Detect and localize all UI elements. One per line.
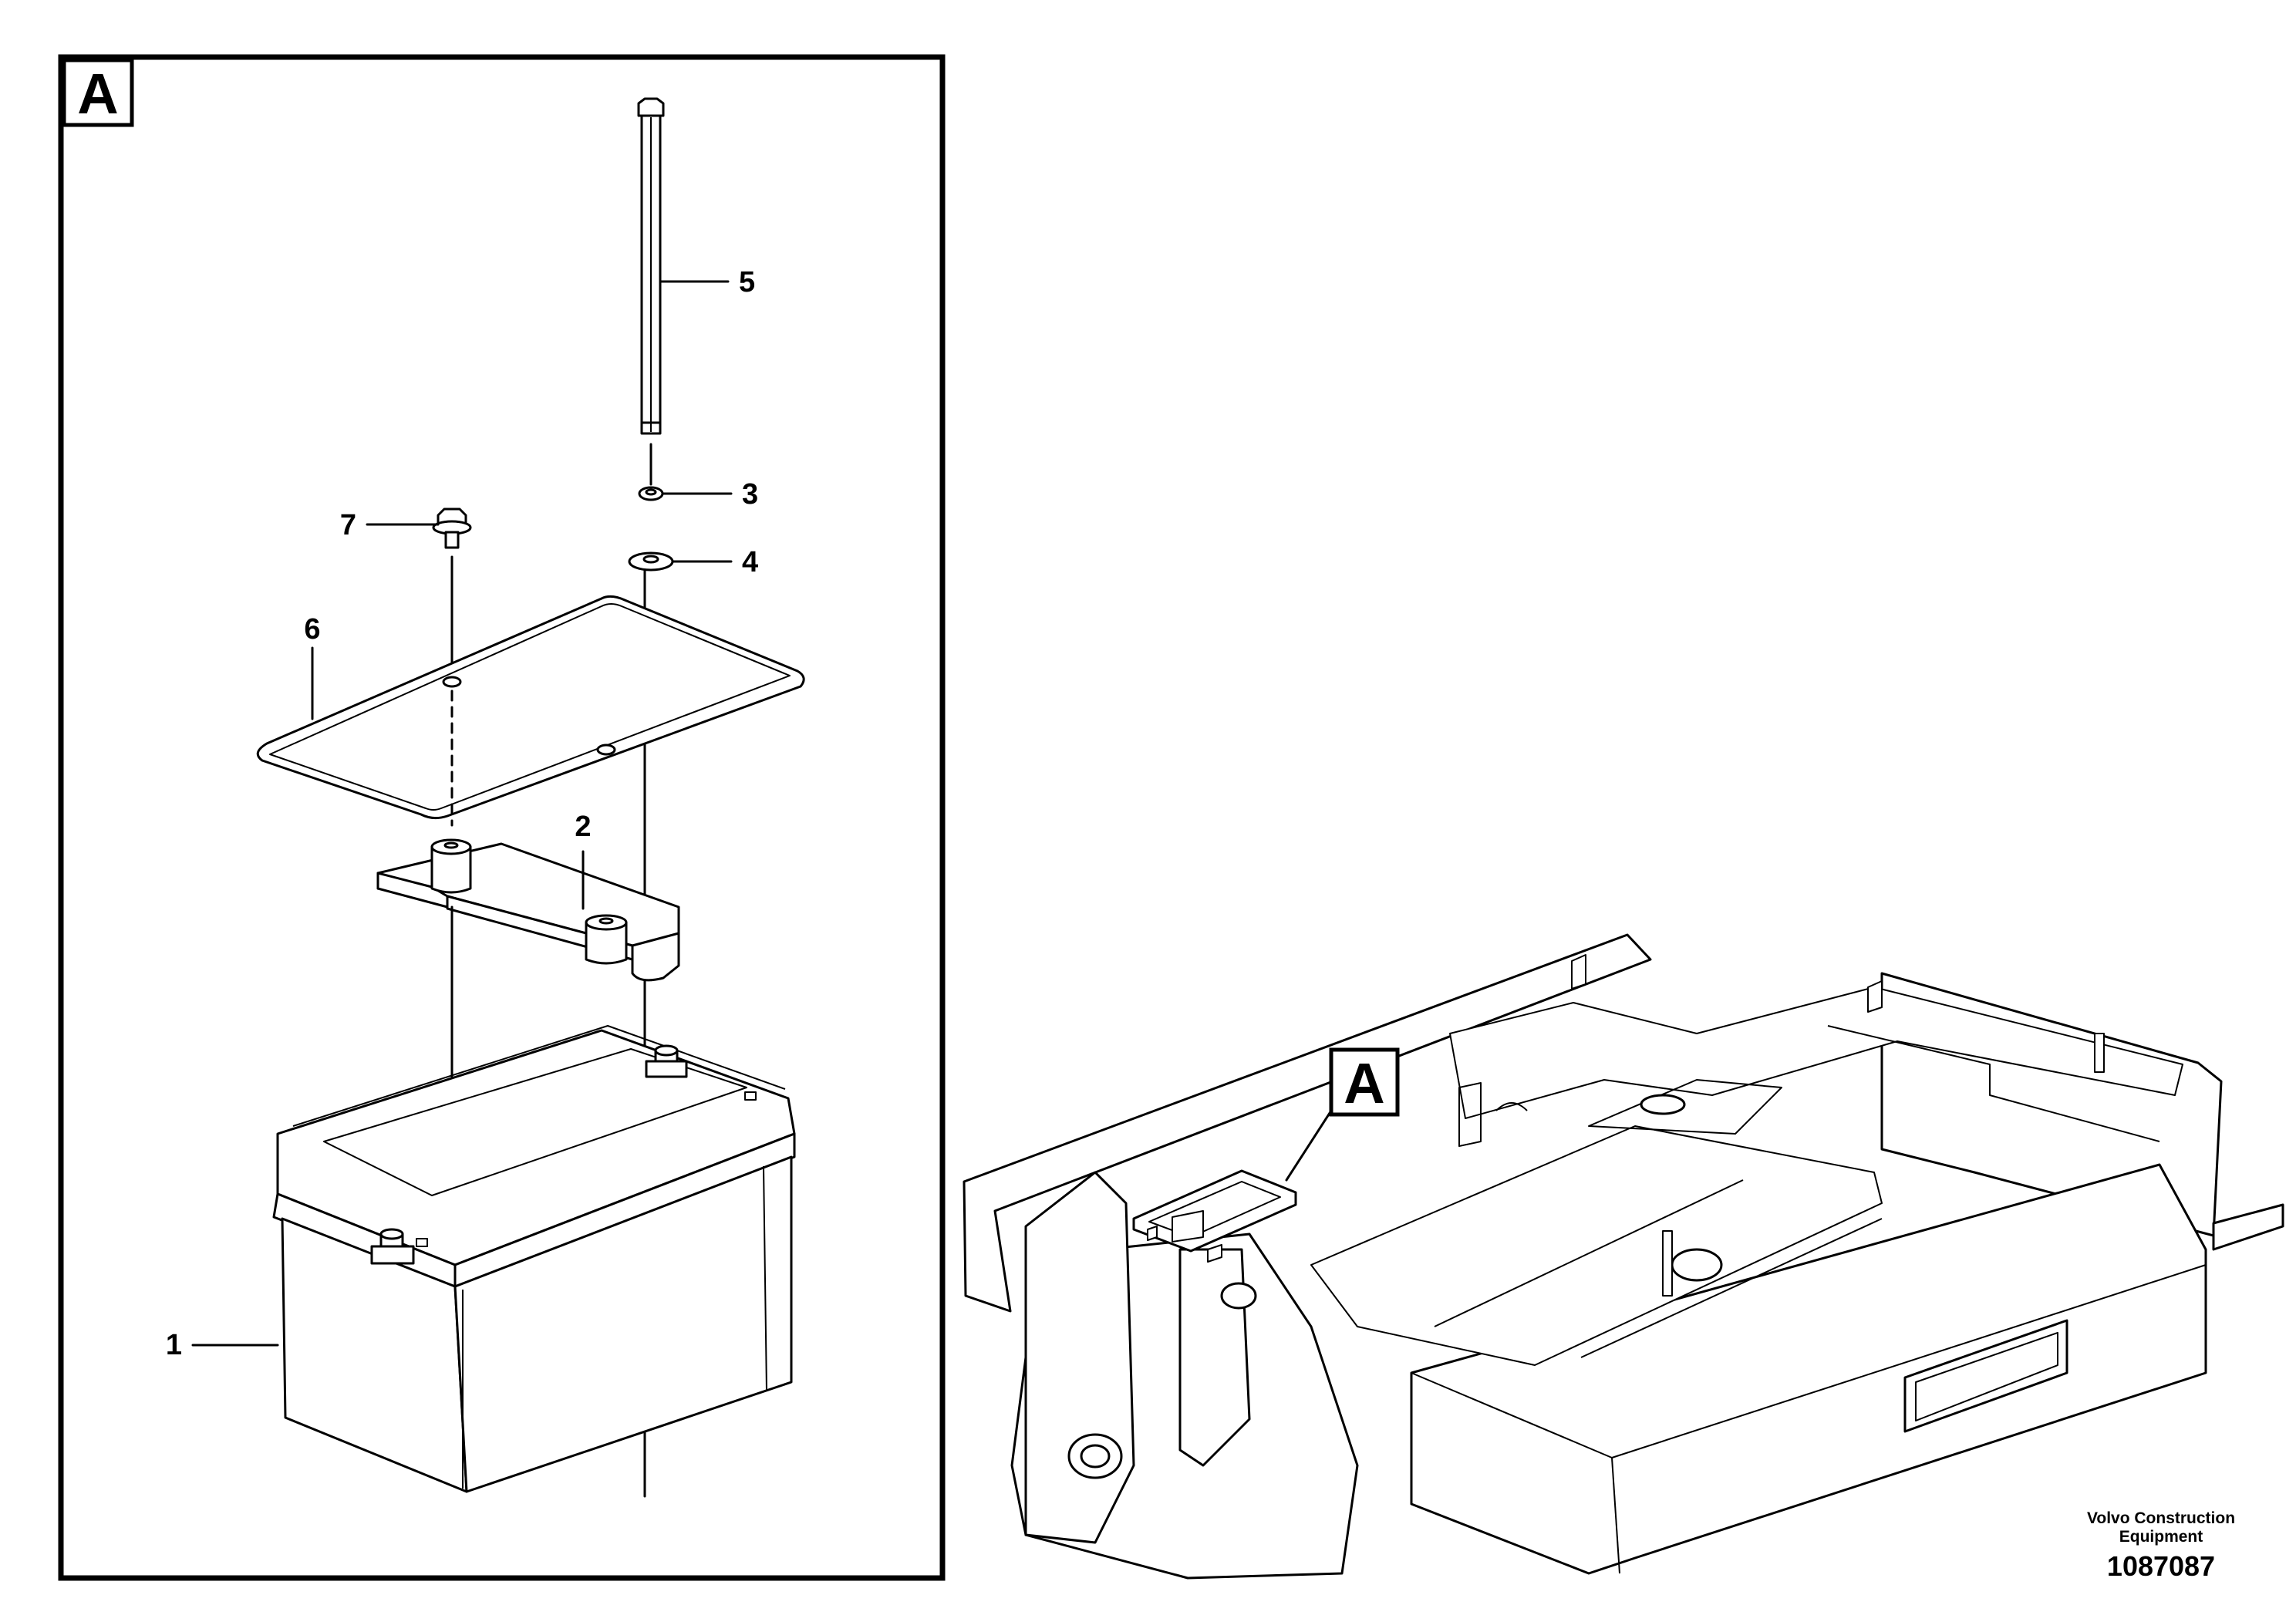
detail-tag-box [62, 58, 134, 127]
flange-screw-part [432, 508, 472, 549]
detail-tag-label: A [77, 62, 118, 126]
tie-rod-part [637, 97, 665, 435]
callout-5: 5 [739, 266, 755, 298]
callout-7: 7 [340, 509, 356, 541]
brand-line-2: Equipment [2119, 1528, 2203, 1546]
battery-part [272, 1025, 796, 1493]
callout-1: 1 [166, 1329, 182, 1361]
leader-lines [191, 280, 733, 1347]
callout-4: 4 [742, 546, 758, 578]
overview-callout-label: A [1344, 1051, 1384, 1115]
overview-drawing: A [963, 933, 2284, 1580]
figure-number: 1087087 [2107, 1550, 2215, 1582]
clamp-bracket-part [376, 838, 680, 982]
washer-small-part [638, 486, 664, 501]
callout-6: 6 [304, 613, 320, 646]
overview-callout-box [1329, 1047, 1400, 1117]
overview-battery-tray [1132, 1169, 1297, 1263]
washer-large-part [628, 551, 674, 572]
detail-view-a: A [58, 54, 946, 1581]
brand-line-1: Volvo Construction [2087, 1509, 2235, 1527]
overview-callout-leader [1285, 1109, 1333, 1182]
callout-3: 3 [742, 478, 758, 511]
battery-cover-part [256, 595, 805, 820]
callout-2: 2 [575, 811, 591, 843]
detail-frame [58, 54, 946, 1581]
footer: Volvo Construction Equipment 1087087 [2087, 1509, 2235, 1582]
